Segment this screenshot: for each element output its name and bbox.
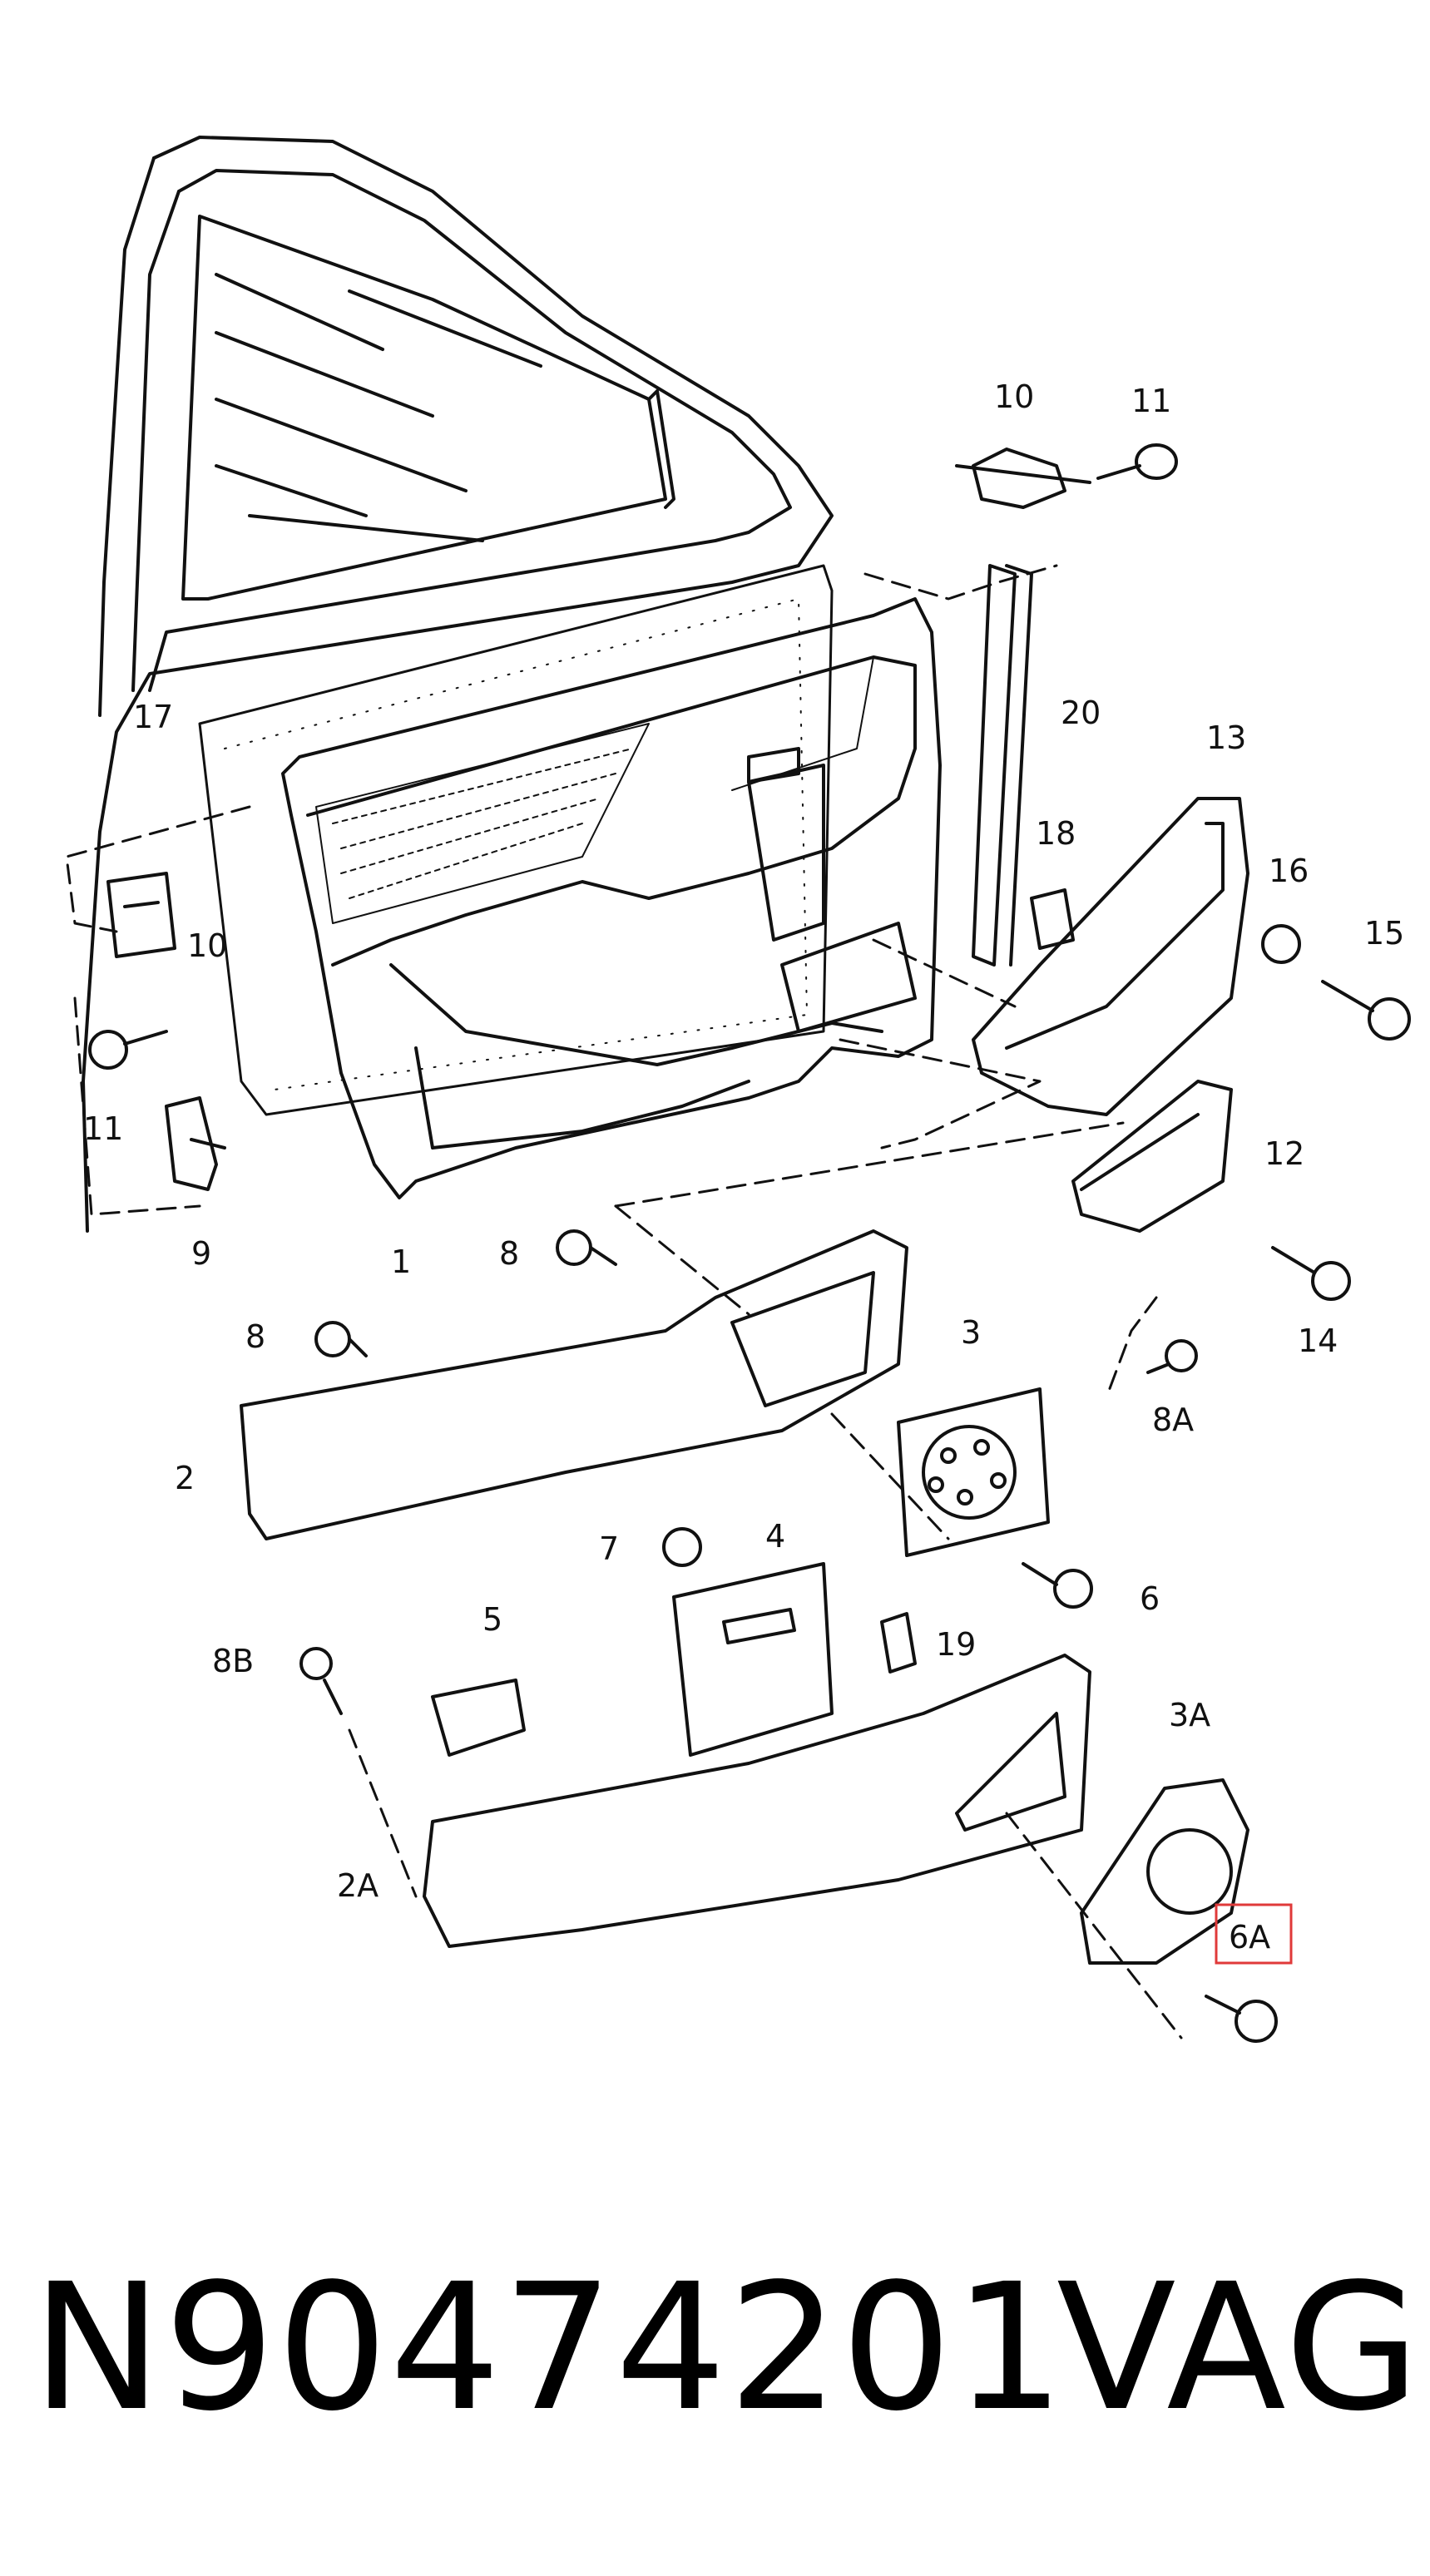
- part-6-screw: [1022, 1562, 1093, 1609]
- part-10-left-clip: [106, 872, 176, 958]
- callout-labels: 1 2 2A 3 3A 4 5 6 6A 7 8 8 8A 8B 9 10 10…: [83, 378, 1404, 1955]
- callout-4: 4: [765, 1518, 785, 1555]
- part-8-clip-lower: [314, 1321, 368, 1357]
- callout-20: 20: [1061, 695, 1101, 731]
- part-11-top-screw: [1096, 443, 1178, 480]
- part-12-handle: [1071, 1080, 1233, 1233]
- part-7-plug: [662, 1527, 702, 1567]
- part-3-speaker-grille: [897, 1387, 1050, 1557]
- callout-6: 6: [1140, 1580, 1160, 1617]
- part-10-top-clip: [955, 447, 1091, 509]
- window-glass: [181, 215, 675, 601]
- highlight-box: [1215, 1903, 1293, 1965]
- callout-9: 9: [191, 1235, 211, 1272]
- part-2-armrest: [240, 1229, 908, 1540]
- callout-14: 14: [1298, 1323, 1338, 1359]
- callout-1: 1: [391, 1244, 411, 1280]
- part-19-clip: [880, 1612, 917, 1674]
- callout-11-top: 11: [1131, 383, 1171, 419]
- callout-7: 7: [599, 1530, 619, 1567]
- callout-5: 5: [482, 1601, 502, 1638]
- part-8-clip-upper: [556, 1229, 617, 1266]
- callout-15: 15: [1364, 915, 1404, 952]
- callout-2: 2: [175, 1460, 195, 1496]
- part-16-washer: [1261, 924, 1301, 964]
- part-8b-clip: [299, 1647, 343, 1715]
- part-4-storage-box: [672, 1562, 834, 1757]
- callout-18: 18: [1036, 815, 1076, 852]
- part-13-handle-surround: [972, 797, 1249, 1116]
- callout-10-left: 10: [187, 927, 227, 964]
- callout-8a: 8A: [1152, 1402, 1194, 1438]
- callout-10-top: 10: [994, 378, 1034, 415]
- callout-3: 3: [961, 1314, 981, 1351]
- part-5-connector: [431, 1679, 526, 1757]
- callout-6a: 6A: [1229, 1919, 1270, 1955]
- part-8a-clip: [1146, 1339, 1198, 1374]
- part-3a-speaker: [1080, 1778, 1249, 1965]
- callout-8-upper: 8: [499, 1235, 519, 1272]
- door-frame: [82, 136, 834, 1233]
- part-11-left-screw: [88, 1030, 168, 1070]
- part-20-channel: [972, 564, 1033, 967]
- callout-16: 16: [1269, 853, 1309, 889]
- brand-name: VAG: [1056, 2246, 1422, 2450]
- footer: N90474201 VAG: [0, 2246, 1430, 2520]
- callout-11-left: 11: [83, 1110, 123, 1147]
- assembly-leader-lines: [65, 564, 1183, 2040]
- callout-8-lower: 8: [245, 1318, 265, 1355]
- callout-19: 19: [936, 1626, 976, 1663]
- part-18-clip: [1030, 888, 1075, 950]
- callout-3a: 3A: [1169, 1697, 1210, 1733]
- callout-17: 17: [133, 699, 173, 735]
- part-14-screw: [1271, 1246, 1351, 1301]
- part-2a-armrest: [423, 1654, 1091, 1948]
- door-trim-panel: [281, 597, 942, 1199]
- callout-13: 13: [1206, 719, 1246, 756]
- door-inner-panel: [198, 564, 834, 1116]
- part-number: N90474201: [32, 2246, 1066, 2450]
- part-9-bracket: [165, 1096, 226, 1191]
- part-15-screw: [1321, 980, 1411, 1041]
- callout-8b: 8B: [212, 1643, 254, 1679]
- callout-12: 12: [1264, 1135, 1304, 1172]
- part-6a-screw: [1205, 1995, 1278, 2043]
- callout-2a: 2A: [337, 1867, 379, 1904]
